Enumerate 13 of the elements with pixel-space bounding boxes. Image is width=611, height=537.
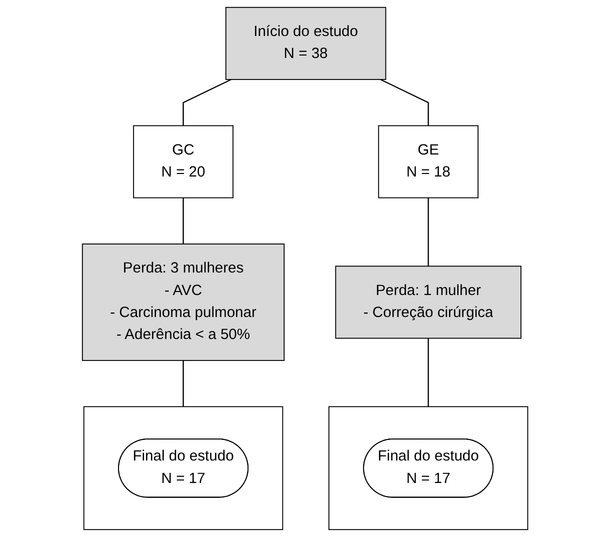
cluster [84,406,284,530]
cluster [328,406,529,530]
connector [428,198,430,266]
node-box: Perda: 3 mulheres - AVC - Carcinoma pulmonar - Aderência < a 50% [82,244,286,361]
connector [428,338,430,407]
node-box: GE N = 18 [378,125,479,198]
connector [183,360,184,407]
node-box: Perda: 1 mulher - Correção cirúrgica [336,266,522,339]
connector [380,78,430,126]
node-box: GC N = 20 [134,125,234,198]
node-box: Início do estudo N = 38 [226,6,387,80]
connector [183,78,232,126]
connector [183,198,184,244]
